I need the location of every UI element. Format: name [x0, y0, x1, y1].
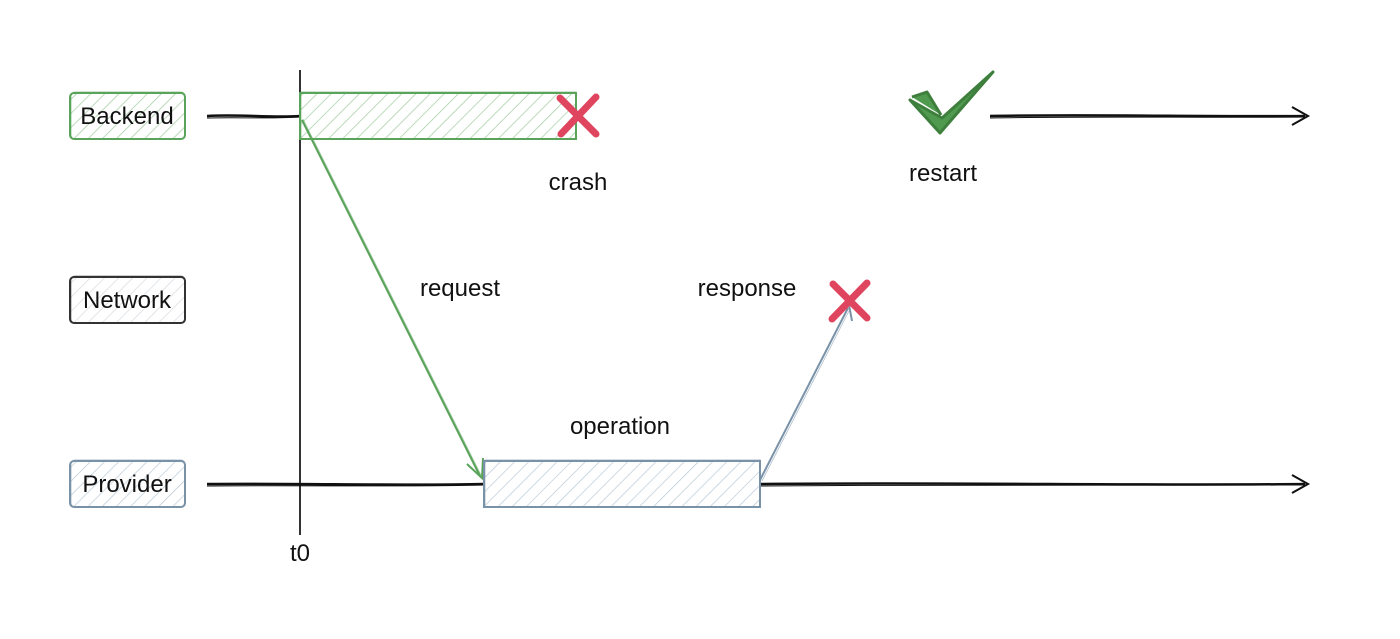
request-arrowhead-icon [466, 457, 484, 481]
operation-label: operation [570, 413, 670, 440]
request-arrow [301, 118, 484, 481]
restart-label: restart [909, 160, 977, 187]
request-label: request [420, 275, 500, 302]
lane-backend: Backend [69, 91, 186, 140]
lost-response-cross-icon [828, 279, 871, 323]
time-marker-t0: t0 [290, 70, 310, 567]
lane-provider-label: Provider [82, 471, 171, 498]
crash-label: crash [549, 169, 608, 196]
lane-provider: Provider [69, 459, 186, 508]
backend-restart-timeline [989, 106, 1311, 126]
response-arrow [759, 303, 853, 482]
backend-activity [299, 91, 577, 140]
check-icon [908, 70, 995, 135]
arrowhead-icon [1291, 106, 1311, 126]
t0-label: t0 [290, 540, 310, 567]
provider-arrowhead-icon [1291, 474, 1311, 494]
response-label: response [698, 275, 797, 302]
lane-backend-label: Backend [80, 103, 173, 130]
operation-bar [483, 460, 761, 508]
backend-timeline-stub [206, 114, 301, 118]
lane-network: Network [69, 275, 186, 324]
crash-icon [556, 93, 600, 138]
provider-operation [483, 459, 761, 508]
provider-timeline [206, 474, 1311, 494]
lane-network-label: Network [83, 287, 172, 314]
backend-activity-bar [299, 92, 577, 140]
